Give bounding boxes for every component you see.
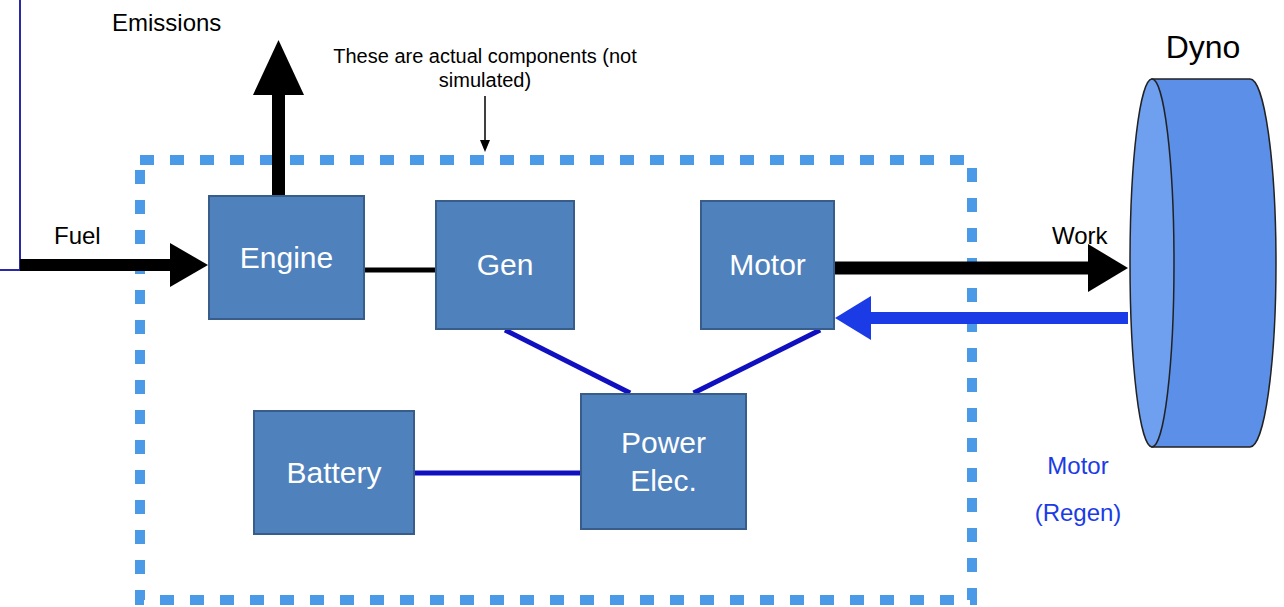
node-label: Engine [240,239,333,277]
connector [835,244,1128,292]
connector [505,330,630,393]
text-stack: Motor [729,246,806,284]
connector-line [505,330,630,393]
motor-box: Motor [700,200,835,330]
generator-box: Gen [435,200,575,330]
cropped-frame [0,0,20,270]
connector [415,473,580,474]
node-label: Battery [286,454,381,492]
connector [365,270,435,271]
arrowhead [835,296,871,340]
node-heading: Dyno [1128,29,1278,66]
cylinder-outline [1128,77,1278,449]
text-stack: Gen [477,246,534,284]
fuel-arrow [20,243,208,287]
connector-line [415,471,580,476]
emissions-arrow [253,40,304,195]
power-electronics-box: Power Elec. [580,393,747,530]
text-stack: Engine [240,239,333,277]
text-stack: Power Elec. [594,424,734,499]
callout-note: These are actual components (not simulat… [325,44,645,92]
battery-box: Battery [253,410,415,535]
arrowhead [1088,244,1128,292]
emissions-label: Emissions [112,9,221,38]
connector-line [870,312,1128,324]
dashed-boundary [140,160,972,600]
node-label: Power Elec. [594,424,734,499]
connector-line [365,268,435,273]
connector-label: Work [1052,222,1108,251]
dyno-cylinder: Dyno [1128,77,1278,449]
leader-arrow [480,96,490,152]
fuel-label: Fuel [54,222,101,251]
node-label: Motor [729,246,806,284]
text-stack: Battery [286,454,381,492]
cylinder-face [1130,79,1174,447]
connector-line [694,330,821,393]
engine-box: Engine [208,195,365,320]
connector-label: Motor (Regen) [1028,442,1128,536]
connector [835,296,1128,340]
node-label: Gen [477,246,534,284]
connector-line [835,262,1089,275]
connector [694,330,821,393]
